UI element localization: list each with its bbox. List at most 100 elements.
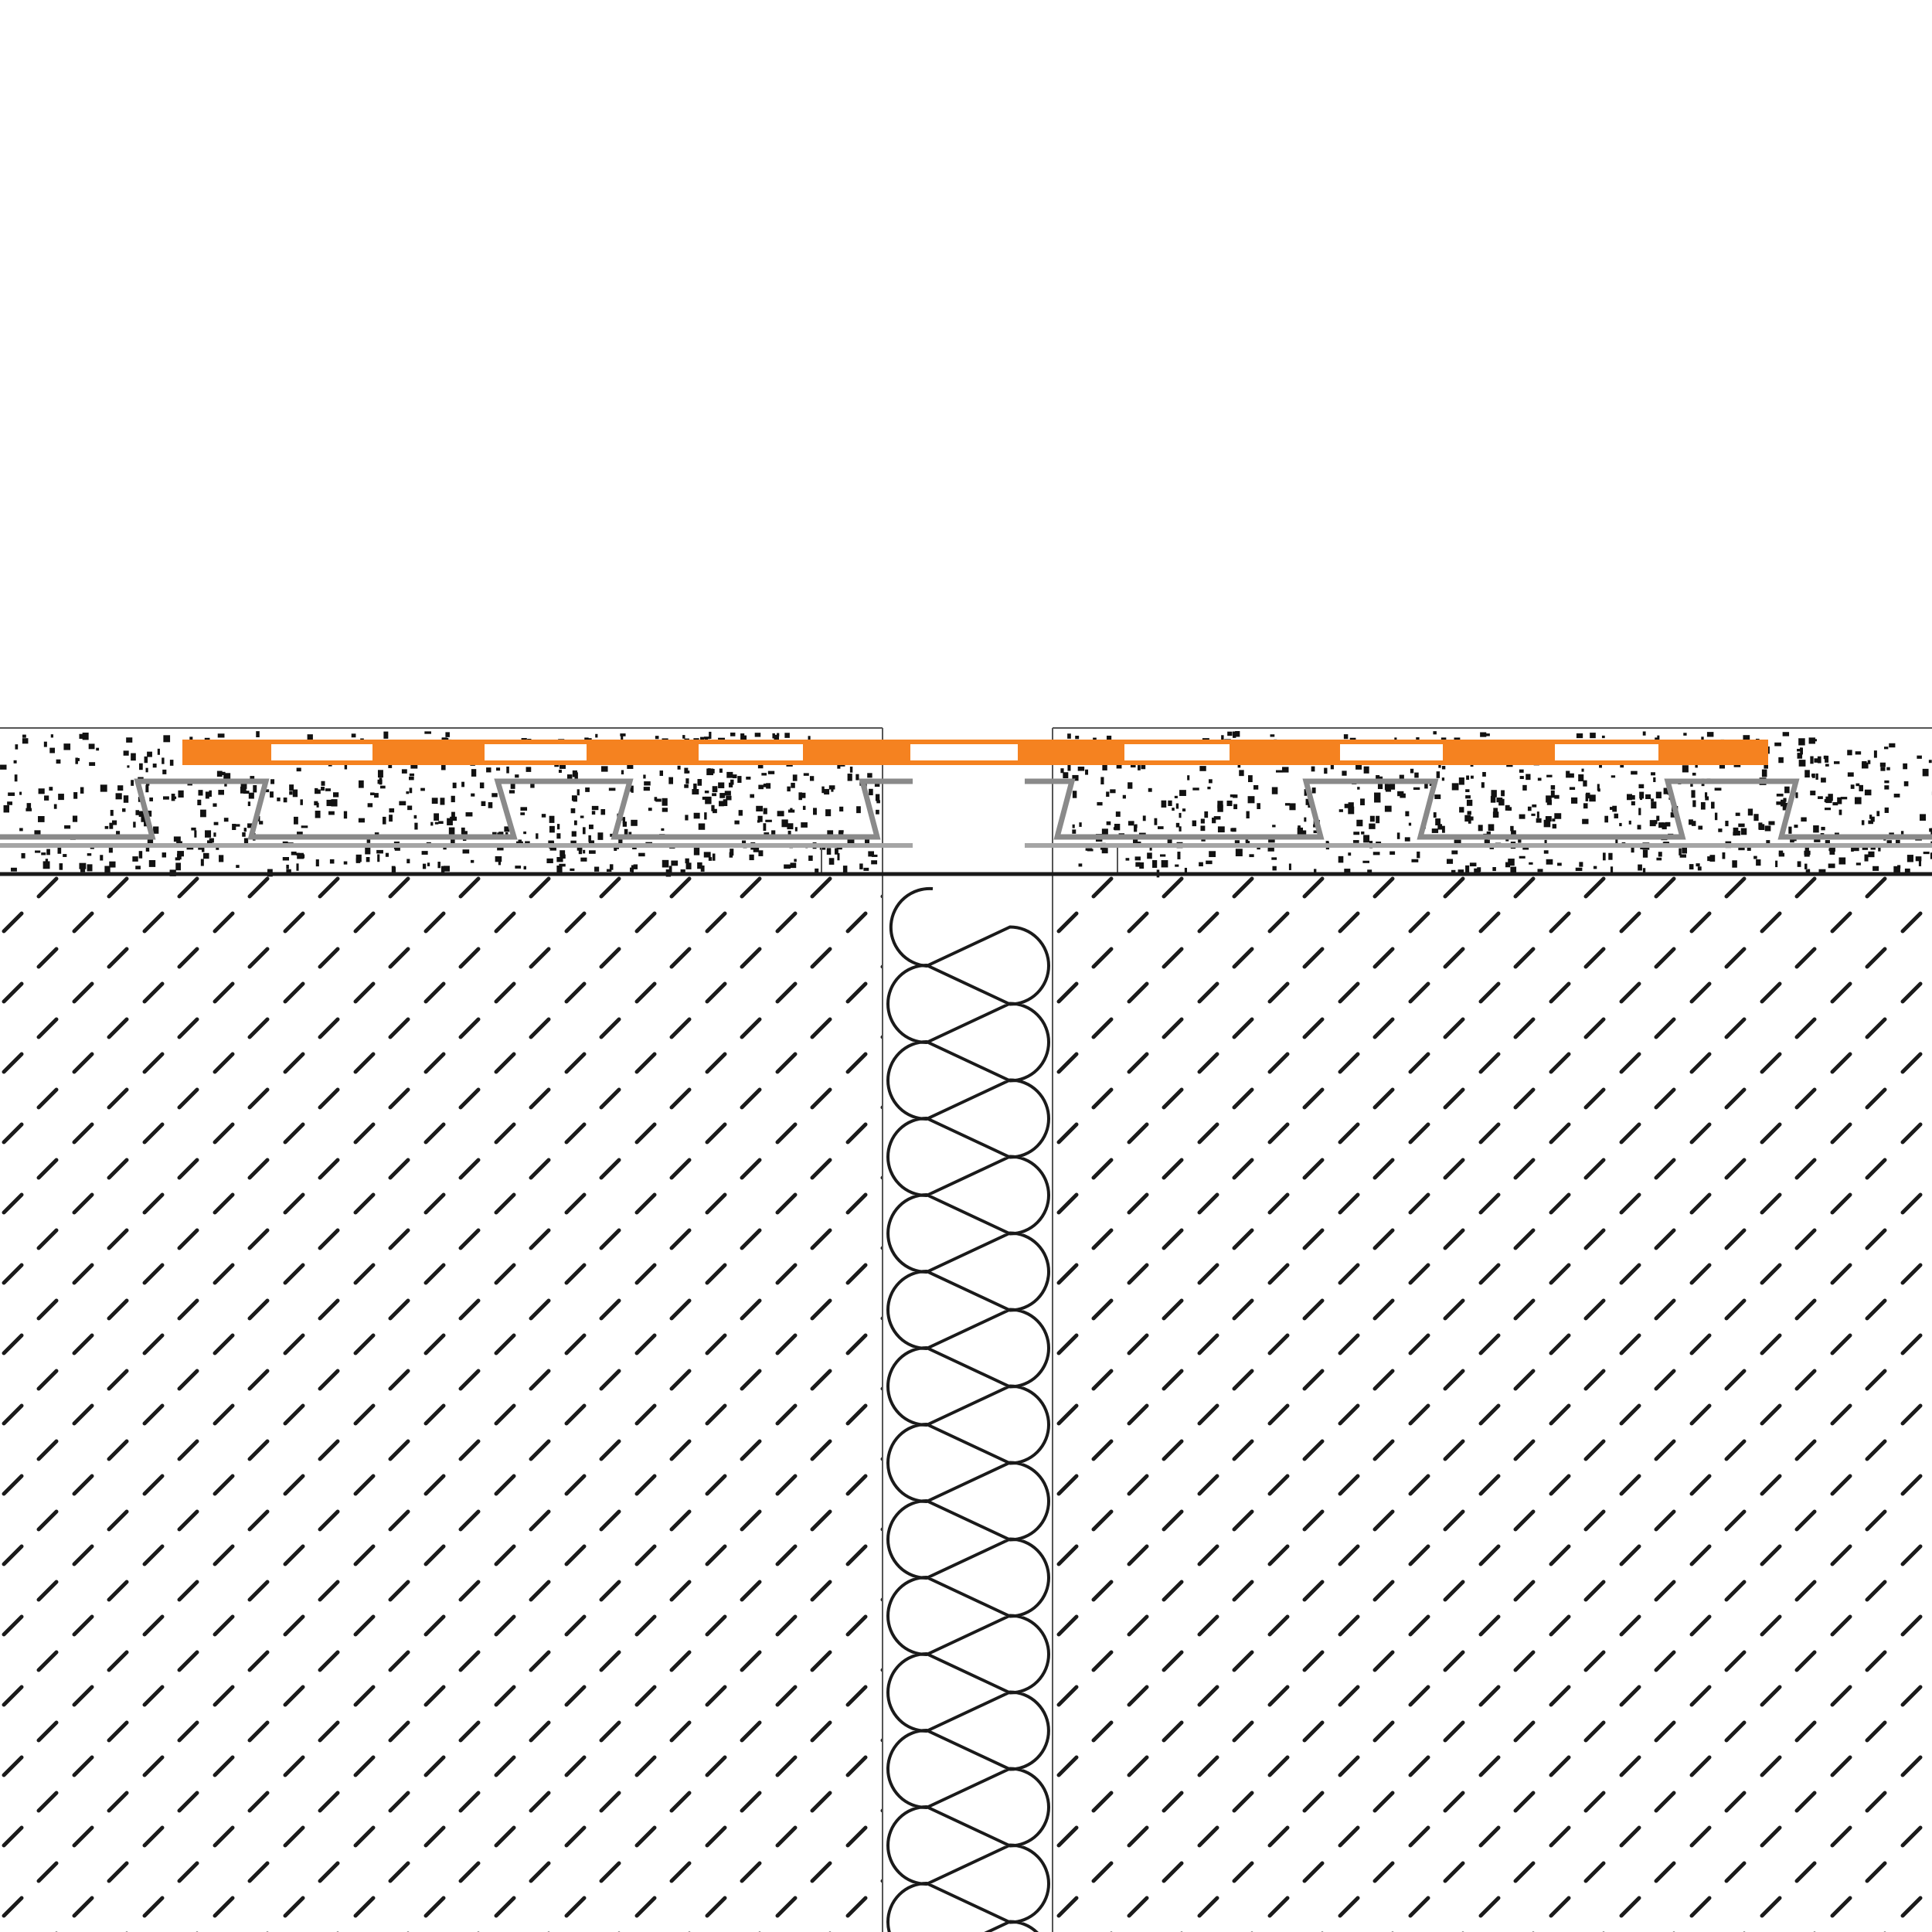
speckle (847, 838, 855, 844)
speckle (1441, 766, 1446, 770)
speckle (488, 802, 493, 808)
speckle (556, 824, 560, 830)
speckle (243, 838, 249, 846)
speckle (1838, 809, 1842, 815)
speckle (1753, 855, 1757, 859)
speckle (631, 819, 638, 826)
speckle (1246, 811, 1250, 819)
speckle (1360, 798, 1365, 806)
speckle (734, 820, 740, 825)
speckle (726, 771, 733, 778)
speckle (1511, 830, 1516, 836)
speckle (44, 795, 49, 801)
speckle (117, 785, 124, 791)
insulation-symbol (886, 886, 1050, 1932)
speckle (89, 762, 96, 767)
speckle (314, 801, 318, 806)
speckle (1870, 845, 1876, 850)
speckle (1508, 859, 1515, 866)
speckle (315, 859, 319, 867)
speckle (434, 821, 439, 825)
speckle (570, 868, 575, 871)
speckle (1522, 784, 1527, 791)
speckle (79, 733, 83, 739)
speckle (638, 852, 645, 857)
speckle (152, 764, 157, 768)
speckle (282, 857, 290, 861)
speckle (394, 845, 400, 851)
speckle (293, 816, 298, 825)
speckle (1566, 770, 1570, 778)
speckle (510, 782, 515, 789)
speckle (1798, 738, 1805, 746)
speckle (462, 849, 470, 854)
speckle (1399, 774, 1404, 779)
speckle (401, 769, 407, 774)
speckle (351, 733, 356, 738)
speckle (265, 789, 270, 793)
speckle (1377, 784, 1383, 790)
speckle (1593, 866, 1597, 869)
speckle (704, 790, 709, 794)
speckle (1578, 774, 1584, 782)
speckle (122, 808, 126, 812)
speckle (243, 791, 250, 794)
speckle (1832, 802, 1838, 806)
speckle (492, 793, 498, 798)
speckle (100, 784, 107, 792)
speckle (746, 776, 751, 780)
speckle (1490, 795, 1496, 803)
speckle (1184, 867, 1188, 872)
speckle (1797, 753, 1803, 759)
speckle (388, 763, 393, 768)
speckle (197, 799, 202, 805)
speckle (559, 863, 566, 867)
speckle (177, 853, 182, 860)
speckle (414, 822, 418, 830)
speckle (718, 782, 725, 788)
speckle (431, 798, 438, 804)
speckle (149, 797, 153, 801)
speckle (1518, 838, 1522, 843)
speckle (1582, 818, 1589, 825)
speckle (153, 826, 159, 834)
speckle (1537, 869, 1543, 872)
speckle (87, 864, 93, 872)
speckle (1861, 820, 1865, 825)
speckle (328, 811, 335, 815)
speckle (1775, 860, 1778, 868)
speckle (250, 776, 255, 780)
speckle (767, 770, 775, 774)
speckle (450, 816, 457, 821)
speckle (871, 854, 878, 857)
speckle (1704, 792, 1708, 798)
speckle (1601, 735, 1605, 739)
speckle (697, 779, 702, 786)
speckle (791, 782, 795, 788)
speckle (1374, 800, 1381, 803)
speckle (498, 860, 502, 866)
speckle (1361, 831, 1365, 835)
speckle (1348, 806, 1355, 815)
membrane-slot (1555, 744, 1658, 760)
speckle (465, 812, 473, 817)
speckle (1376, 815, 1380, 824)
speckle (38, 815, 45, 822)
speckle (1451, 850, 1458, 855)
speckle (763, 823, 767, 832)
speckle (541, 814, 546, 818)
speckle (1631, 845, 1634, 853)
speckle (216, 770, 223, 777)
speckle (763, 808, 767, 815)
speckle (556, 856, 563, 862)
speckle (194, 830, 197, 838)
speckle (1168, 800, 1172, 806)
speckle (147, 751, 152, 757)
speckle (1815, 773, 1818, 780)
speckle (813, 808, 817, 815)
speckle (1348, 852, 1352, 856)
speckle (1344, 869, 1351, 873)
speckle (123, 750, 129, 756)
speckle (1817, 756, 1821, 764)
speckle (1079, 822, 1082, 827)
